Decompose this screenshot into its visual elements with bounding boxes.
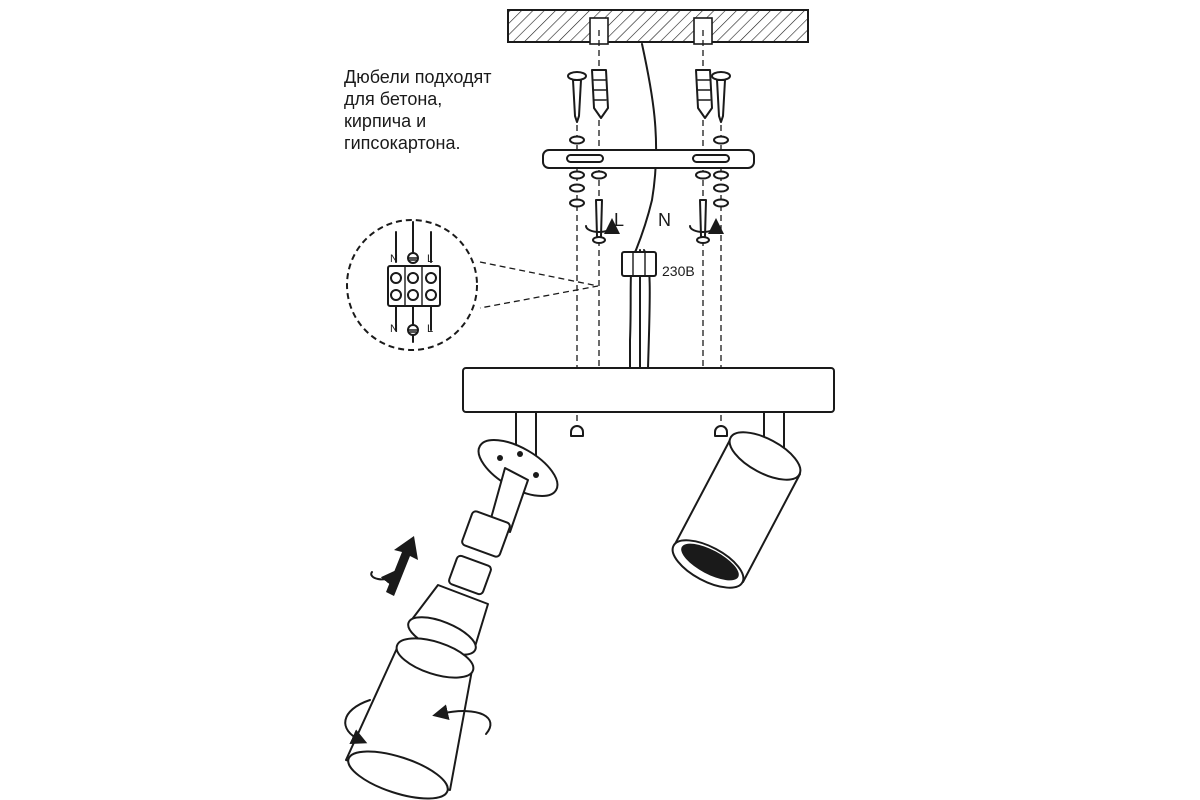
note-line-4: гипсокартона. — [344, 133, 461, 153]
note-line-2: для бетона, — [344, 89, 443, 109]
terminal-detail-callout — [346, 219, 599, 351]
detail-bottom-live-label: L — [427, 323, 433, 335]
detail-top-neutral-label: N — [390, 253, 398, 265]
ceiling — [507, 9, 809, 45]
live-label: L — [614, 210, 624, 230]
right-spotlight — [671, 431, 802, 589]
mounting-bracket — [542, 149, 755, 169]
lamp-socket — [461, 467, 529, 558]
voltage-label: 230В — [662, 263, 695, 279]
rotate-arrow-icon — [585, 218, 724, 235]
canopy — [462, 367, 835, 457]
screw-icon — [567, 71, 731, 123]
wall-plug-icon — [591, 69, 713, 119]
detail-top-live-label: L — [427, 253, 433, 265]
detail-bottom-neutral-label: N — [390, 323, 398, 335]
insert-arrow-icon — [370, 536, 418, 596]
washer-icon — [569, 135, 729, 145]
note-line-1: Дюбели подходят — [344, 67, 492, 87]
neutral-label: N — [658, 210, 671, 230]
ground-symbol-icon — [407, 252, 419, 336]
gu10-bulb-icon — [407, 554, 492, 656]
wall-plug-note: Дюбели подходят для бетона, кирпича и ги… — [344, 66, 492, 154]
supply-cable — [635, 43, 658, 251]
note-line-3: кирпича и — [344, 111, 427, 131]
terminal-block — [621, 249, 657, 369]
nut-stack — [569, 170, 729, 208]
lamp-shade — [344, 637, 492, 800]
